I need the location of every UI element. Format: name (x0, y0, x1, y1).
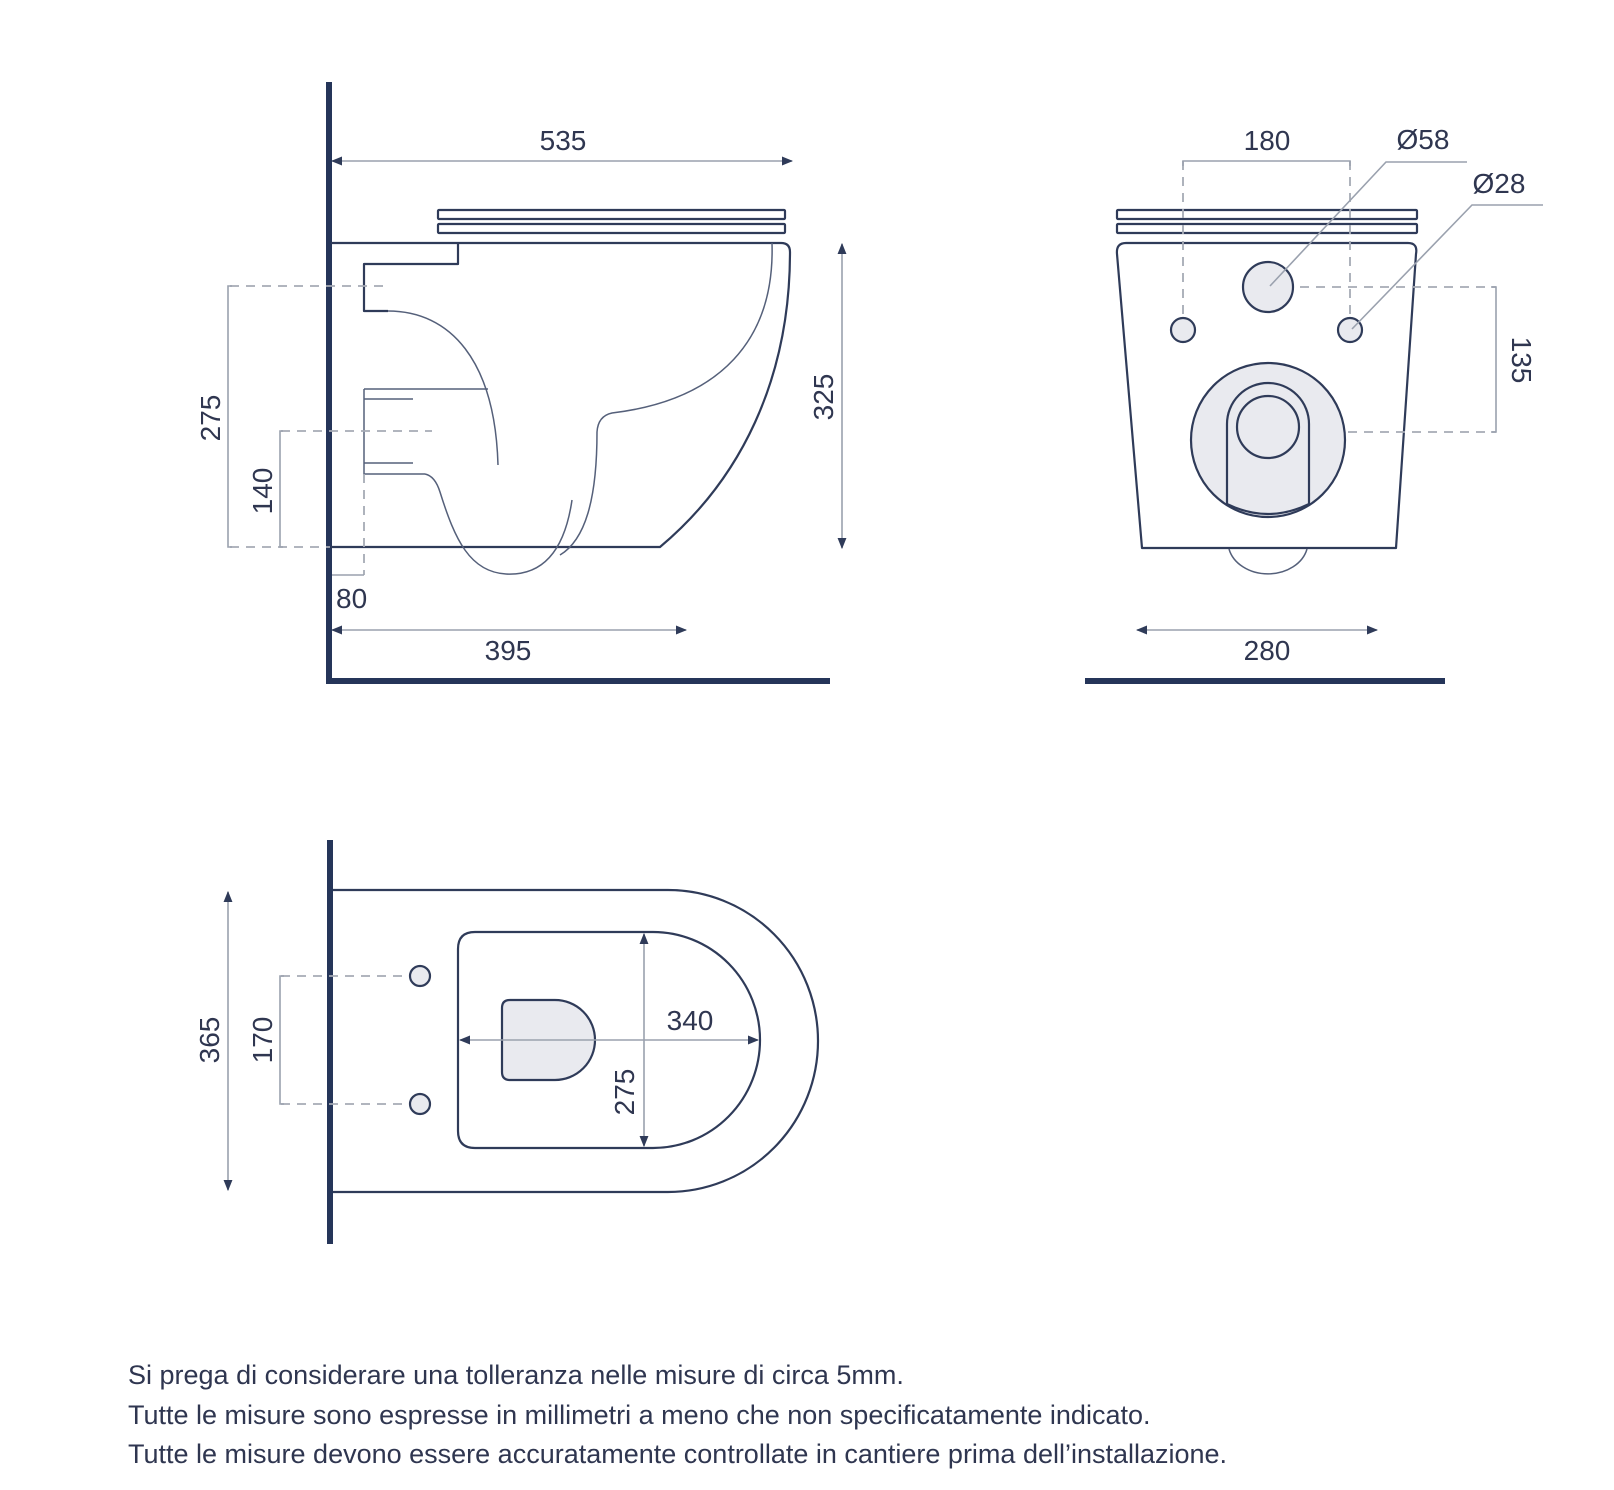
bowl-outline (1115, 241, 1418, 550)
note-tolerance: Si prega di considerare una tolleranza n… (128, 1360, 904, 1390)
note-units: Tutte le misure sono espresse in millime… (128, 1399, 1151, 1430)
outlet-bottom-arc (1228, 548, 1308, 575)
label-395: 395 (485, 635, 532, 666)
label-275-top: 275 (609, 1069, 640, 1116)
leader-58 (1269, 161, 1467, 287)
label-80: 80 (336, 583, 367, 614)
label-180: 180 (1244, 125, 1291, 156)
bowl-inner-outline (456, 930, 762, 1150)
front-view: 180 Ø58 Ø28 135 280 (1085, 124, 1543, 684)
label-170: 170 (247, 1017, 278, 1064)
inlet-step (362, 243, 460, 313)
leader-28 (1351, 204, 1543, 330)
dim-line-275 (227, 285, 232, 548)
inlet-curve (387, 310, 499, 466)
outlet-inner-ring (1235, 394, 1301, 460)
label-275: 275 (195, 395, 226, 442)
lid-bar (1115, 208, 1419, 221)
bowl-outline (331, 241, 792, 549)
label-140: 140 (247, 468, 278, 515)
bolt-hole-bottom (408, 1092, 432, 1116)
trap-curve (424, 473, 573, 575)
bowl-outer-outline (333, 888, 820, 1194)
label-280: 280 (1244, 635, 1291, 666)
label-535: 535 (540, 125, 587, 156)
label-135: 135 (1506, 337, 1537, 384)
label-365: 365 (194, 1017, 225, 1064)
bolt-hole-top (408, 964, 432, 988)
notes: Si prega di considerare una tolleranza n… (128, 1356, 1227, 1475)
top-view: 365 170 340 275 (194, 840, 820, 1244)
label-58: Ø58 (1397, 124, 1450, 155)
outlet-pipe (1225, 381, 1311, 516)
label-28: Ø28 (1473, 168, 1526, 199)
dim-line-140 (279, 430, 283, 548)
dim-line-135 (1491, 286, 1497, 433)
dim-line-180 (1182, 160, 1351, 166)
label-325: 325 (808, 374, 839, 421)
seat-bar (1115, 222, 1419, 235)
label-340: 340 (667, 1005, 714, 1036)
seat-bar (436, 222, 787, 235)
side-view: 535 325 275 140 80 395 (195, 82, 847, 684)
bowl-inner-curve (559, 242, 773, 556)
lid-bar (436, 208, 787, 221)
dim-line-170 (279, 975, 284, 1105)
bolt-hole-left (1169, 316, 1197, 344)
note-verify: Tutte le misure devono essere accuratame… (128, 1439, 1228, 1469)
